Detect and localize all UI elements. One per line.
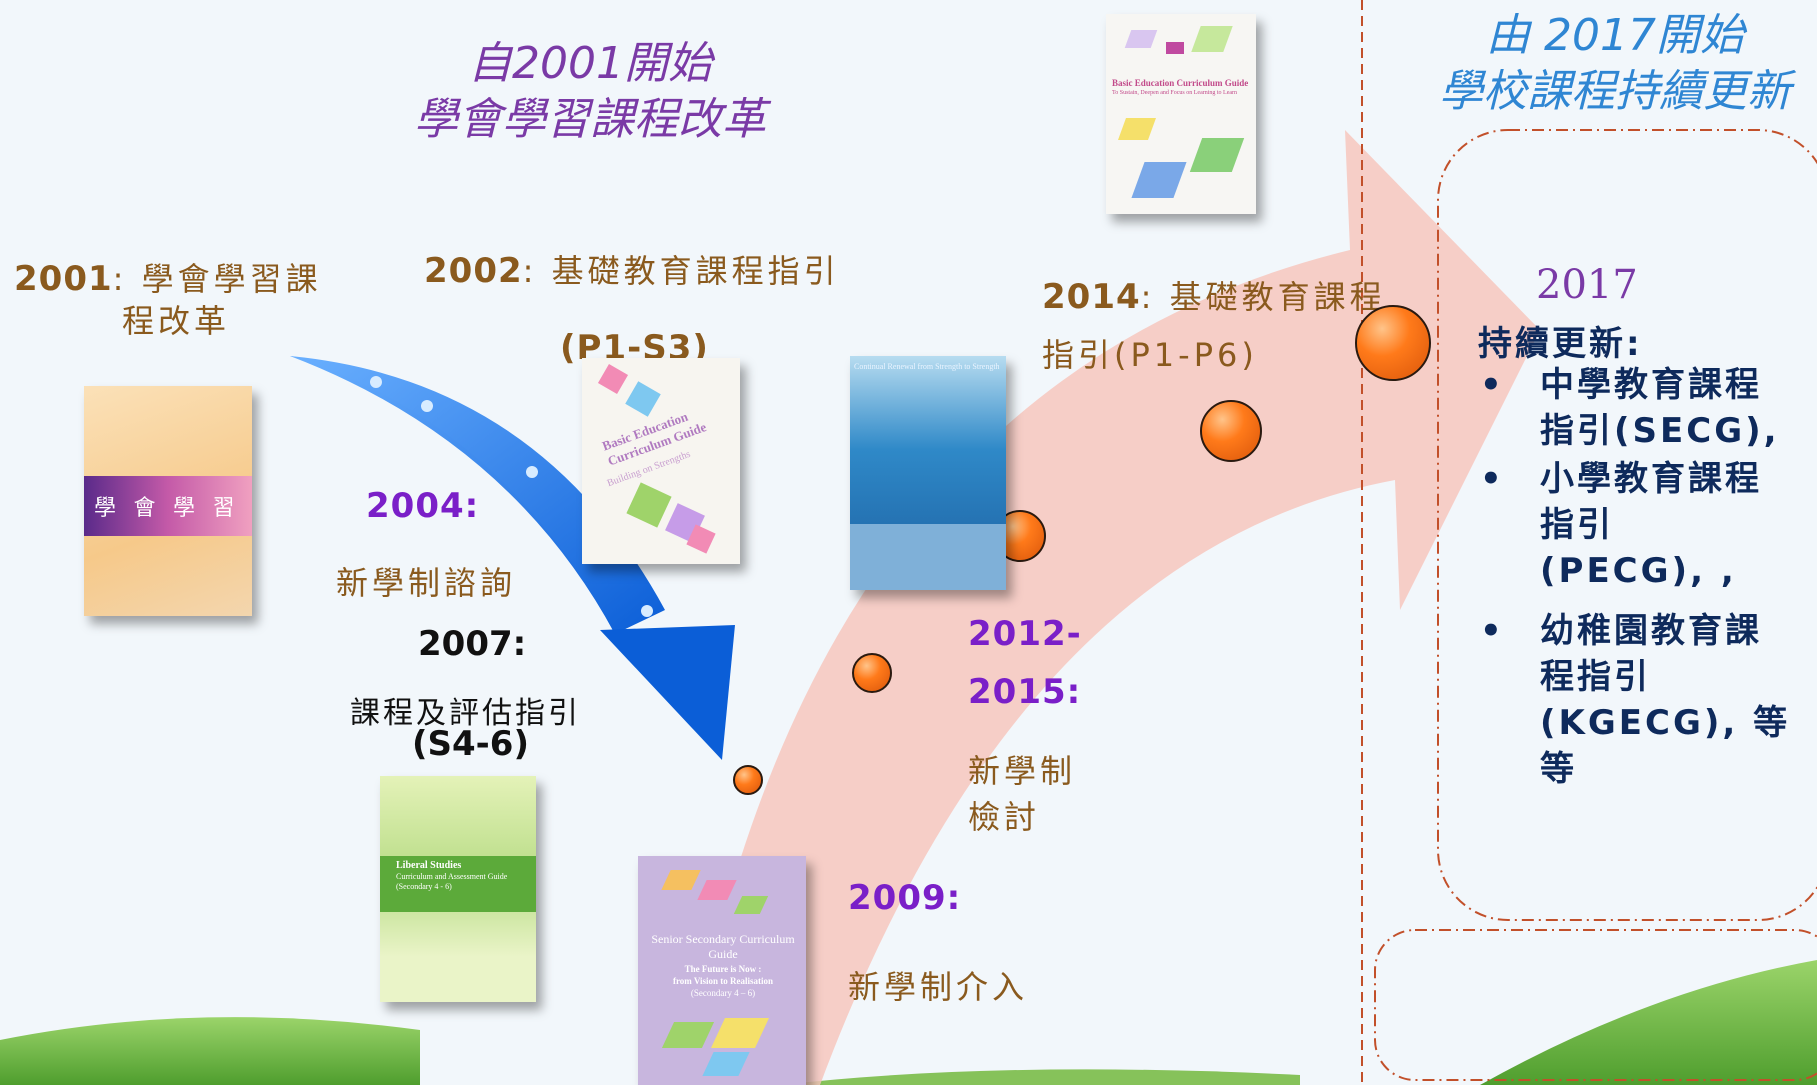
cover-square: [1124, 30, 1158, 48]
timeline-dot-4: [1200, 400, 1262, 462]
milestone-2007: 2007:: [418, 624, 526, 664]
cover-square: [1117, 118, 1157, 140]
side-list-item-pecg: • 小學教育課程 指引 (PECG), ,: [1480, 456, 1810, 594]
milestone-2002: 2002: 基礎教育課程指引: [424, 246, 840, 292]
side-subtitle: 持續更新:: [1478, 324, 1643, 364]
bullet-icon: •: [1480, 611, 1505, 651]
side-item-3-line3: (KGECG), 等: [1540, 703, 1791, 743]
colon-2007: :: [512, 624, 527, 664]
side-list-item-kgecg: • 幼稚園教育課 程指引 (KGECG), 等 等: [1480, 608, 1810, 792]
grass-right: [1480, 960, 1817, 1085]
cover-square: [1131, 162, 1187, 198]
cover-senior-sub2: from Vision to Realisation: [672, 976, 774, 986]
cover-square: [1191, 26, 1233, 52]
grass-left: [0, 1017, 420, 1085]
cover-square: [733, 896, 769, 914]
blue-arrow-body: [290, 356, 665, 634]
cover-square: [697, 880, 737, 900]
cover-liberal-sub: Curriculum and Assessment Guide: [396, 872, 508, 881]
cover-learning-band: [84, 476, 252, 536]
pink-arrow: [740, 130, 1540, 1085]
side-item-2-line2: 指引: [1540, 505, 1614, 545]
year-2004: 2004:: [366, 486, 480, 526]
cover-square: [1189, 138, 1245, 172]
cover-liberal-title: Liberal Studies: [396, 860, 462, 871]
side-item-3-line4: 等: [1540, 749, 1577, 789]
cover-senior-grades: (Secondary 4 – 6): [690, 988, 756, 998]
text-2007: 課程及評估指引: [350, 696, 581, 731]
side-item-3-line1: 幼稚園教育課: [1540, 611, 1762, 651]
year-2007: 2007: [418, 624, 513, 664]
text-2014-line2: 指引(P1-P6): [1042, 336, 1258, 374]
side-list-item-secg: • 中學教育課程 指引(SECG),: [1480, 362, 1810, 454]
timeline-dot-1: [733, 765, 763, 795]
cover-renewal-title: Continual Renewal from Strength to Stren…: [854, 362, 1000, 371]
text-2009: 新學制介入: [848, 968, 1029, 1006]
year-2002: 2002: [424, 251, 523, 291]
year-2015: 2015:: [968, 672, 1082, 712]
text-2002: : 基礎教育課程指引: [522, 252, 840, 290]
cover-square: [1166, 42, 1184, 54]
cover-liberal-studies: Liberal Studies Curriculum and Assessmen…: [380, 776, 536, 1002]
cover-square: [661, 1022, 715, 1048]
heading-right: 由 2017開始 學校課程持續更新: [1415, 8, 1815, 120]
side-item-2-line3: (PECG), ,: [1540, 551, 1737, 591]
cover-basic-education-2002: Basic Education Curriculum Guide Buildin…: [582, 358, 740, 564]
cover-senior-secondary: Senior Secondary Curriculum Guide The Fu…: [638, 856, 806, 1085]
bullet-icon: •: [1480, 365, 1505, 405]
text-2001: : 學會學習課: [112, 260, 322, 298]
heading-right-line2: 學校課程持續更新: [1439, 66, 1791, 117]
side-item-3-line2: 程指引: [1540, 657, 1651, 697]
cover-footer: [850, 524, 1006, 590]
year-2009: 2009:: [848, 878, 962, 918]
heading-left-line1: 自2001開始: [468, 38, 712, 89]
side-item-2-line1: 小學教育課程: [1540, 459, 1762, 499]
text-2012-line2: 檢討: [968, 798, 1041, 836]
cover-basic-education-2014: Basic Education Curriculum Guide To Sust…: [1106, 14, 1256, 214]
milestone-2001: 2001: 學會學習課: [14, 254, 322, 300]
side-item-1-line1: 中學教育課程: [1540, 365, 1762, 405]
cover-liberal-grades: (Secondary 4 - 6): [396, 882, 452, 891]
side-year: 2017: [1536, 262, 1638, 308]
heading-left-line2: 學會學習課程改革: [414, 94, 766, 145]
blue-arrow-head: [600, 625, 735, 760]
cover-continual-renewal: Continual Renewal from Strength to Stren…: [850, 356, 1006, 590]
heading-right-line1: 由 2017開始: [1486, 10, 1744, 61]
side-item-1-line2: 指引(SECG),: [1540, 411, 1780, 451]
cover-learning-title: 學 會 學 習: [94, 495, 241, 520]
cover-square: [702, 1052, 750, 1076]
cover-cloud: [870, 406, 990, 466]
text-2012-line1: 新學制: [968, 752, 1077, 790]
cover-square: [711, 1018, 769, 1048]
text-2004: 新學制諮詢: [336, 564, 517, 602]
year-2014: 2014: [1042, 277, 1141, 317]
cover-senior-sub1: The Future is Now :: [684, 964, 762, 974]
year-2001: 2001: [14, 259, 113, 299]
cover-square: [597, 363, 629, 395]
side-box-border: [1437, 129, 1817, 921]
cover-square: [625, 381, 661, 417]
milestone-2014: 2014: 基礎教育課程: [1042, 272, 1386, 318]
timeline-dot-2: [852, 653, 892, 693]
heading-left: 自2001開始 學會學習課程改革: [360, 36, 820, 148]
cover-learning-to-learn: 學 會 學 習: [84, 386, 252, 616]
grades-2007: (S4-6): [412, 724, 529, 764]
text-2014: : 基礎教育課程: [1140, 278, 1386, 316]
cover-square: [626, 482, 672, 528]
bullet-icon: •: [1480, 459, 1505, 499]
timeline-dot-5: [1355, 305, 1431, 381]
cover-2014-sub: To Sustain, Deepen and Focus on Learning…: [1112, 90, 1238, 96]
cover-band: [380, 856, 536, 912]
year-2012: 2012-: [968, 614, 1082, 654]
grass-mid: [780, 1069, 1300, 1085]
cover-senior-title: Senior Secondary Curriculum Guide: [651, 932, 795, 961]
text-2001-line2: 程改革: [122, 302, 231, 340]
cover-2014-title: Basic Education Curriculum Guide: [1112, 78, 1249, 88]
side-list: • 中學教育課程 指引(SECG), • 小學教育課程 指引 (PECG), ,…: [1480, 362, 1810, 792]
cover-square: [661, 870, 701, 890]
